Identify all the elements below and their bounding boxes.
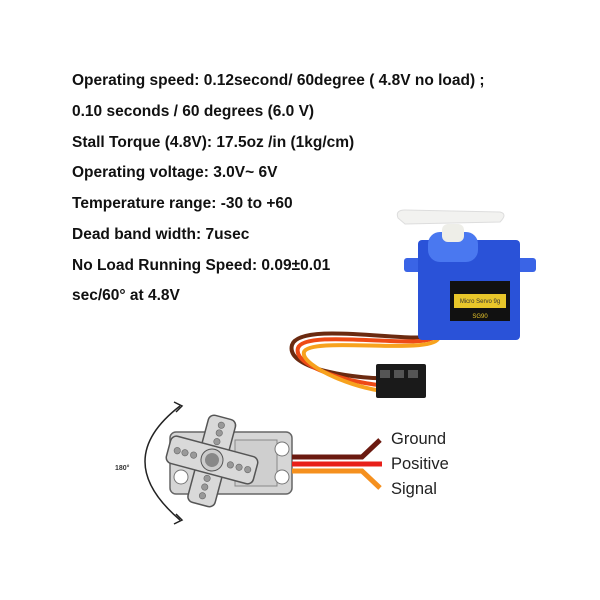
wire-fan [292, 438, 382, 490]
servo-label-name: Micro Servo 9g [460, 299, 500, 305]
rotation-label: 180° [115, 464, 130, 472]
servo-connector [376, 364, 426, 398]
spec-stall-torque: Stall Torque (4.8V): 17.5oz /in (1kg/cm) [72, 134, 355, 151]
wire-label-ground: Ground [391, 430, 447, 448]
spec-no-load-speed: No Load Running Speed: 0.09±0.01 [72, 257, 331, 274]
wire-label-positive: Positive [391, 455, 449, 473]
servo-diagram [165, 414, 382, 508]
spec-operating-speed: Operating speed: 0.12second/ 60degree ( … [72, 72, 485, 89]
spec-temperature-range: Temperature range: -30 to +60 [72, 195, 293, 212]
spec-operating-voltage: Operating voltage: 3.0V~ 6V [72, 164, 278, 181]
rotation-arrow-icon [144, 401, 184, 525]
wire-label-signal: Signal [391, 480, 437, 498]
servo-wires [289, 331, 440, 394]
spec-dead-band: Dead band width: 7usec [72, 226, 250, 243]
servo-horn-diagram [165, 414, 259, 508]
spec-operating-speed-6v: 0.10 seconds / 60 degrees (6.0 V) [72, 103, 315, 120]
spec-no-load-speed-cont: sec/60° at 4.8V [72, 287, 180, 304]
servo-label-model: SG90 [472, 314, 488, 320]
servo-body: Micro Servo 9g SG90 [396, 209, 536, 340]
